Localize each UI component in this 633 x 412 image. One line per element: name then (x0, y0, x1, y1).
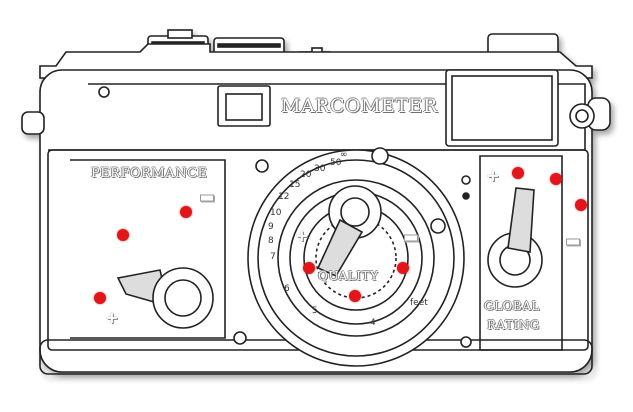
minus-sign-global (566, 238, 580, 246)
performance-label: PERFORMANCE (91, 166, 208, 181)
scale-number: 50 (330, 158, 342, 168)
scale-number: 12 (278, 192, 290, 202)
scale-number: 5 (312, 306, 318, 316)
scale-number: 6 (284, 284, 290, 294)
scale-number: 4 (370, 318, 376, 328)
rating-marker[interactable] (117, 229, 129, 241)
rating-marker[interactable] (550, 173, 562, 185)
scale-number: 7 (270, 252, 276, 262)
rating-marker[interactable] (303, 262, 315, 274)
scale-number: 8 (268, 236, 274, 246)
scale-number: 30 (314, 164, 326, 174)
minus-sign-performance (200, 194, 214, 202)
quality-label: QUALITY (318, 269, 379, 283)
scale-number: 15 (289, 180, 301, 190)
scale-number: 20 (300, 170, 312, 180)
brand-name: MARCOMETER (281, 95, 438, 117)
plus-sign-quality: + (295, 226, 309, 245)
scale-number: 10 (270, 208, 282, 218)
plus-sign-performance: + (105, 308, 119, 327)
scale-number: 9 (268, 222, 274, 232)
rating-marker[interactable] (397, 262, 409, 274)
global-rating-label-line1: GLOBAL (484, 299, 540, 313)
rating-marker[interactable] (575, 199, 587, 211)
rating-marker[interactable] (94, 292, 106, 304)
scale-unit: feet (410, 298, 428, 308)
rating-marker[interactable] (349, 290, 361, 302)
rating-marker[interactable] (512, 167, 524, 179)
scale-number: ∞ (340, 150, 348, 160)
rating-marker[interactable] (180, 206, 192, 218)
global-rating-label-line2: RATING (487, 318, 540, 332)
minus-sign-quality (404, 234, 418, 242)
plus-sign-global: + (486, 166, 500, 185)
